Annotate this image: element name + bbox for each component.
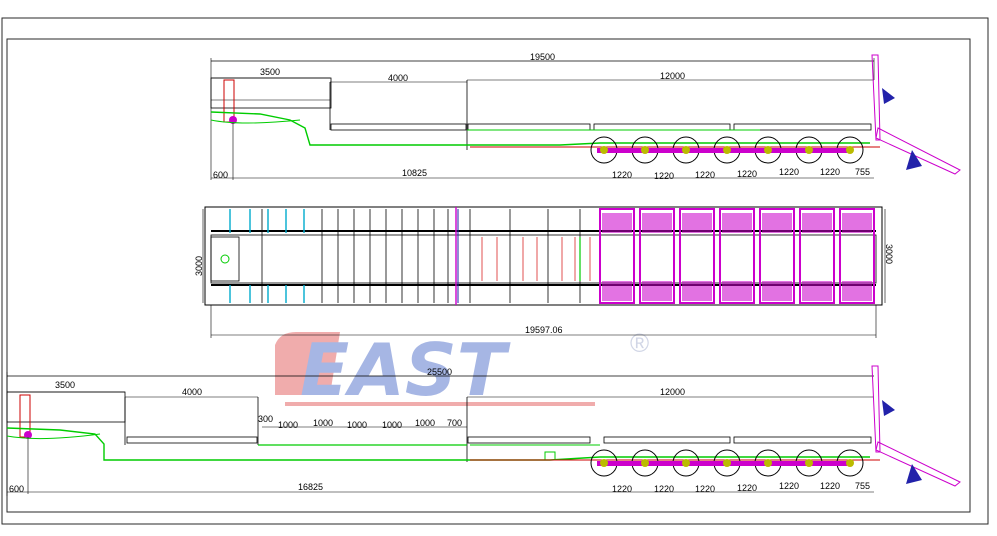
- watermark-registered: ®: [630, 328, 649, 358]
- dim-width-right: 3000: [884, 244, 894, 264]
- extension-step-dims: 1000 1000 1000 1000 1000: [278, 418, 435, 430]
- svg-text:1220: 1220: [654, 171, 674, 181]
- cross-members-black: [261, 209, 581, 303]
- dim-to-first-axle-ext: 16825: [298, 482, 323, 492]
- watermark-truck-icon: [275, 332, 340, 395]
- dim-deck-step: 4000: [388, 73, 408, 83]
- dim-overall-length-ext: 25500: [427, 367, 452, 377]
- axle-spacing-dims-ext: 1220 1220 1220 1220 1220 1220: [612, 481, 840, 494]
- svg-text:1220: 1220: [820, 481, 840, 491]
- dim-to-first-axle: 10825: [402, 168, 427, 178]
- svg-text:1220: 1220: [695, 484, 715, 494]
- dim-overall-length: 19500: [530, 52, 555, 62]
- dim-width-left: 3000: [194, 256, 204, 276]
- svg-text:1000: 1000: [415, 418, 435, 428]
- svg-text:1220: 1220: [695, 170, 715, 180]
- svg-text:1220: 1220: [654, 484, 674, 494]
- dim-deck-step-ext: 4000: [182, 387, 202, 397]
- svg-text:1220: 1220: [737, 483, 757, 493]
- side-view-standard: 19500 3500 4000 12000: [210, 52, 961, 181]
- chassis-outline: [210, 111, 870, 146]
- rear-ramp: [871, 54, 881, 141]
- watermark-underline: [285, 402, 595, 406]
- side-view-extended: 25500 3500 4000 12000 300 1000 1000 1000…: [6, 365, 961, 496]
- chassis-outline-ext: [6, 427, 870, 461]
- dim-extension-end: 700: [447, 418, 462, 428]
- axle-bogies-plan: [599, 208, 875, 304]
- svg-text:1000: 1000: [278, 420, 298, 430]
- rear-ramp-ext: [871, 365, 881, 453]
- cross-members-red: [481, 237, 591, 281]
- dim-front-overhang-ext: 600: [9, 484, 24, 494]
- dim-gooseneck-length: 3500: [260, 67, 280, 77]
- east-watermark: EAST ®: [275, 328, 649, 412]
- inner-frame: [6, 38, 971, 513]
- dim-rear-overhang: 755: [855, 167, 870, 177]
- svg-text:1000: 1000: [347, 420, 367, 430]
- svg-text:1220: 1220: [737, 169, 757, 179]
- watermark-text: EAST: [300, 328, 511, 412]
- plan-view: 19597.06 3000 3000: [194, 206, 894, 338]
- svg-text:1220: 1220: [779, 167, 799, 177]
- dim-plan-length: 19597.06: [525, 325, 563, 335]
- dim-extension-start: 300: [258, 414, 273, 424]
- svg-text:1220: 1220: [779, 481, 799, 491]
- cross-members-blue: [229, 209, 305, 303]
- svg-text:1220: 1220: [612, 170, 632, 180]
- outer-frame: [1, 17, 989, 525]
- svg-text:1000: 1000: [313, 418, 333, 428]
- dim-main-deck: 12000: [660, 71, 685, 81]
- dim-rear-overhang-ext: 755: [855, 481, 870, 491]
- dim-front-overhang: 600: [213, 170, 228, 180]
- dim-gooseneck-length-ext: 3500: [55, 380, 75, 390]
- axle-spacing-dims: 1220 1220 1220 1220 1220 1220: [612, 167, 840, 181]
- svg-text:1000: 1000: [382, 420, 402, 430]
- dim-main-deck-ext: 12000: [660, 387, 685, 397]
- svg-text:1220: 1220: [612, 484, 632, 494]
- svg-text:1220: 1220: [820, 167, 840, 177]
